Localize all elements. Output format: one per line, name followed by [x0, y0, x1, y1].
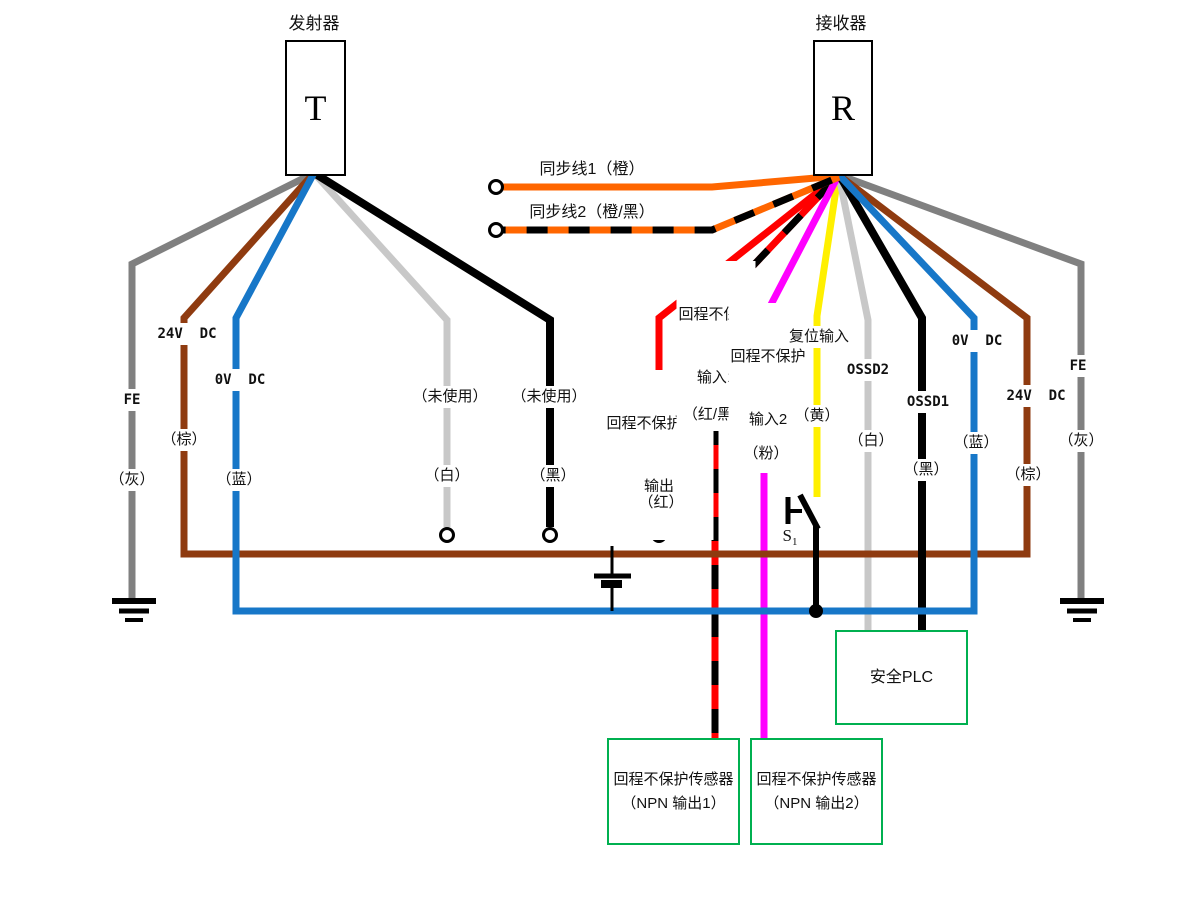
wire-0v-blue-rail: [232, 171, 978, 615]
label-fe-left: FE: [121, 389, 143, 411]
terminal-sync2: [488, 222, 504, 238]
label-ossd1: OSSD1: [904, 391, 952, 413]
label-reset-input: 复位输入: [786, 326, 852, 348]
sensor2-line1: 回程不保护传感器: [756, 770, 877, 788]
safety-plc-box: 安全PLC: [835, 630, 968, 725]
transmitter-title: 发射器: [288, 14, 340, 33]
sensor-box-1: 回程不保护传感器 （NPN 输出1）: [607, 738, 740, 845]
label-line: 回程不保护: [730, 348, 806, 365]
label-0vdc-right: 0V DC: [949, 330, 1005, 352]
terminal-unused-white: [439, 527, 455, 543]
transmitter-symbol: T: [304, 88, 327, 128]
label-brown-color-right: （棕）: [1003, 464, 1053, 486]
wire-sync2-black-dash: [503, 173, 841, 234]
label-blue-left: （蓝）: [214, 469, 264, 491]
label-yellow-color: （黄）: [792, 405, 842, 427]
switch-name: S: [782, 525, 792, 545]
wire-unused-white: [311, 170, 451, 527]
terminal-unused-black: [542, 527, 558, 543]
label-black-color-right: （黑）: [901, 459, 951, 481]
sensor-box-2: 回程不保护传感器 （NPN 输出2）: [750, 738, 883, 845]
label-line: 输入2: [748, 411, 788, 428]
switch-s1-label: S1: [781, 525, 799, 549]
wire-fe-right: [840, 172, 1085, 598]
label-black-color: （黑）: [528, 465, 578, 487]
label-0vdc-left: 0V DC: [212, 369, 268, 391]
sensor1-line1: 回程不保护传感器: [613, 770, 734, 788]
wire-unused-black: [311, 169, 554, 527]
sync2-label: 同步线2（橙/黑）: [529, 204, 655, 221]
label-line: 输入1: [696, 369, 736, 386]
wire-24v-brown-rail: [180, 170, 1031, 558]
junction-dot: [809, 604, 823, 618]
label-brown-left: （棕）: [159, 429, 209, 451]
receiver-box: R: [813, 40, 873, 176]
label-fe-right: FE: [1067, 355, 1089, 377]
receiver-title: 接收器: [815, 14, 867, 33]
label-white-color: （白）: [422, 465, 472, 487]
wire-muting-input1-black-dash: [711, 173, 841, 739]
label-gray-color-right: （灰）: [1056, 430, 1106, 452]
label-gray-left: （灰）: [107, 469, 157, 491]
transmitter-box: T: [285, 40, 346, 176]
sensor1-line2: （NPN 输出1）: [621, 794, 726, 812]
switch-s1-arm: [797, 493, 821, 531]
ground-symbol-right: [1060, 598, 1104, 622]
switch-subscript: 1: [791, 536, 798, 549]
receiver-symbol: R: [830, 88, 855, 128]
label-ossd2: OSSD2: [844, 359, 892, 381]
wire-ossd1-black: [836, 173, 926, 631]
label-white-color-right: （白）: [846, 430, 896, 452]
safety-plc-label: 安全PLC: [869, 668, 934, 686]
label-line: 输出: [643, 478, 675, 495]
wire-reset-input-yellow: [813, 175, 842, 497]
label-unused-white: （未使用）: [410, 386, 490, 408]
sensor2-line2: （NPN 输出2）: [764, 794, 869, 812]
label-blue-color-right: （蓝）: [951, 432, 1001, 454]
label-unused-black: （未使用）: [509, 386, 589, 408]
label-red-color: （红）: [636, 492, 686, 514]
ground-symbol-left: [112, 598, 156, 622]
label-pink-color: （粉）: [741, 443, 791, 465]
label-24vdc-left: 24V DC: [155, 323, 219, 345]
terminal-sync1: [488, 179, 504, 195]
wire-ossd2-white: [835, 175, 872, 631]
wire-sync1-orange: [503, 172, 840, 191]
sync1-label: 同步线1（橙）: [539, 161, 645, 178]
label-24vdc-right: 24V DC: [1004, 385, 1068, 407]
